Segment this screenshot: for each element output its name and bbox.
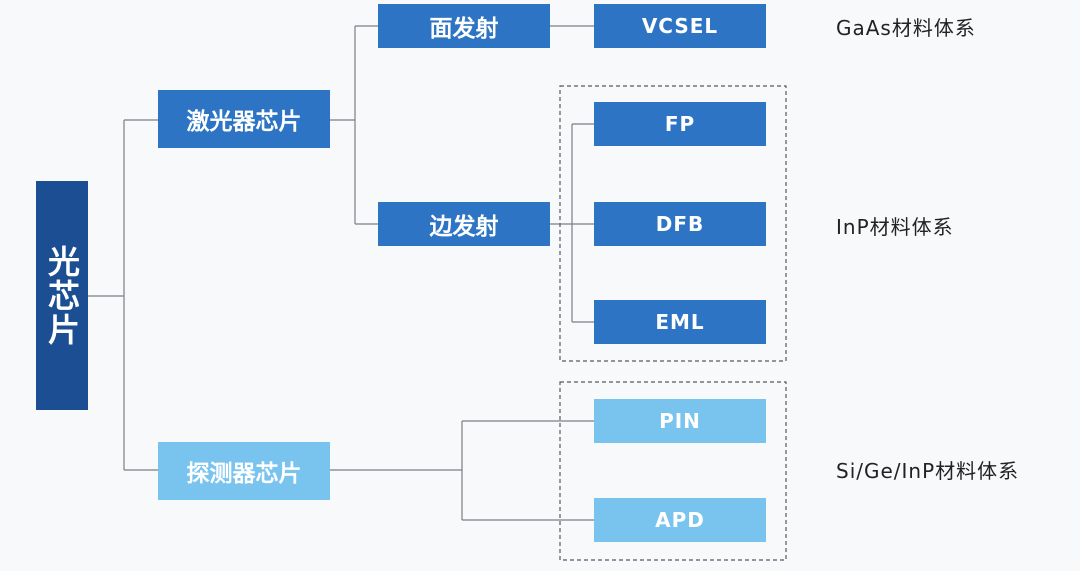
pin-label: PIN <box>659 409 701 433</box>
detector-group-frame <box>559 381 787 561</box>
root-node: 光芯片 <box>36 181 88 410</box>
si-ge-inp-material-label: Si/Ge/InP材料体系 <box>836 459 1020 483</box>
vcsel-label: VCSEL <box>641 14 719 38</box>
laser-chip-node: 激光器芯片 <box>158 90 330 148</box>
dfb-node: DFB <box>594 202 766 246</box>
eml-label: EML <box>655 310 705 334</box>
edge-emitting-label: 边发射 <box>429 214 499 240</box>
edge-emitting-node: 边发射 <box>378 202 550 246</box>
dfb-label: DFB <box>655 212 705 236</box>
surface-emitting-label: 面发射 <box>429 16 499 42</box>
fp-node: FP <box>594 102 766 146</box>
detector-chip-node: 探测器芯片 <box>158 442 330 500</box>
vcsel-node: VCSEL <box>594 4 766 48</box>
root-label: 光芯片 <box>43 244 81 347</box>
inp-material-label: InP材料体系 <box>836 215 954 239</box>
apd-label: APD <box>655 508 705 532</box>
apd-node: APD <box>594 498 766 542</box>
eml-node: EML <box>594 300 766 344</box>
gaas-material-label: GaAs材料体系 <box>836 16 976 40</box>
detector-chip-label: 探测器芯片 <box>186 461 302 487</box>
inp-group-frame <box>559 85 787 362</box>
laser-chip-label: 激光器芯片 <box>186 109 302 135</box>
pin-node: PIN <box>594 399 766 443</box>
surface-emitting-node: 面发射 <box>378 4 550 48</box>
fp-label: FP <box>664 112 696 136</box>
